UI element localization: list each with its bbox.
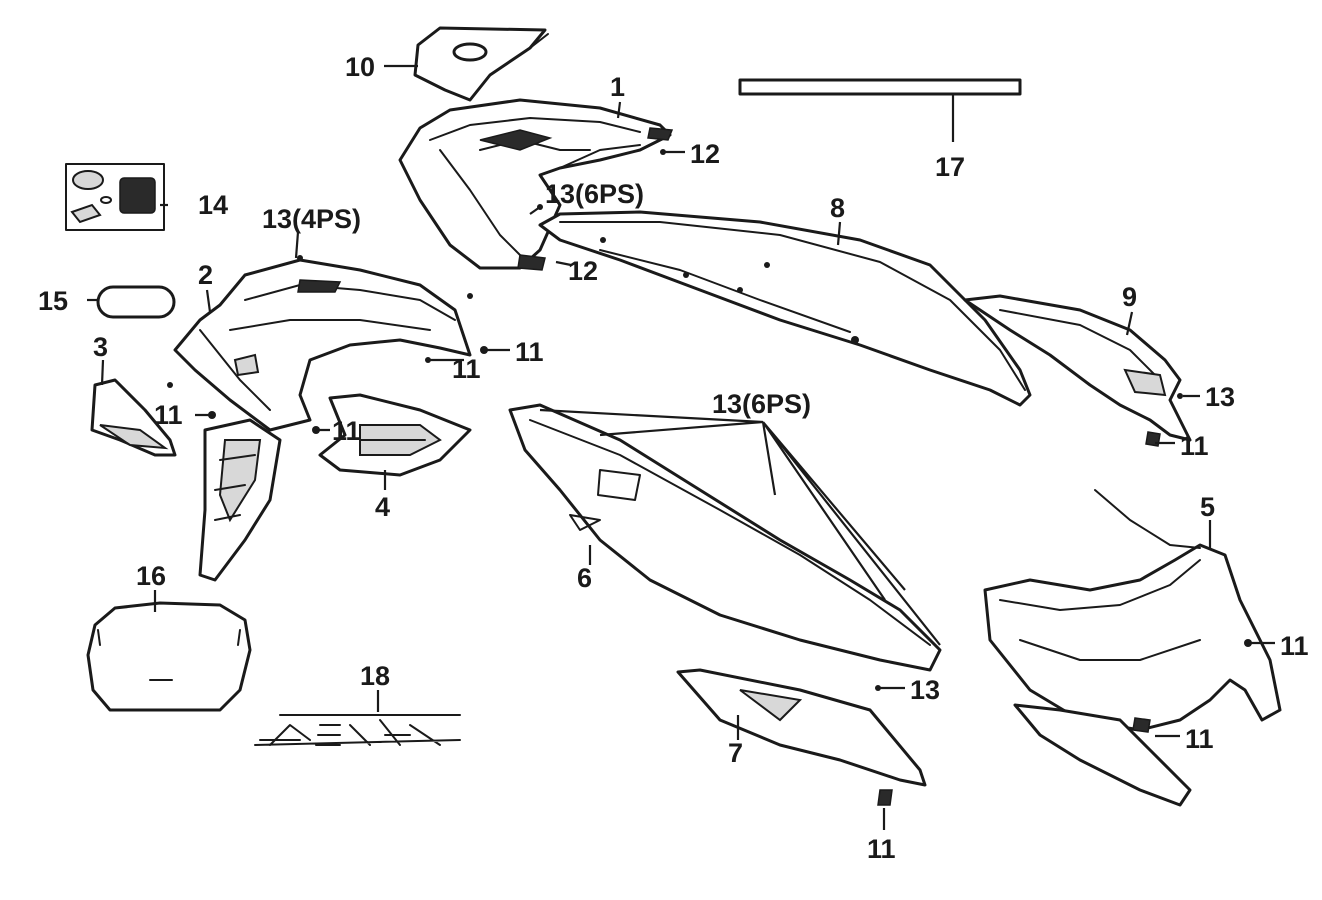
part-5-rear-body	[983, 489, 1282, 807]
part-9-rear-cover	[963, 294, 1192, 447]
callout-14: 14	[198, 190, 228, 220]
callout-11-a: 11	[515, 337, 544, 367]
part-6-side-panel	[508, 403, 942, 672]
callout-4: 4	[375, 492, 390, 522]
part-front-lower-vent	[198, 418, 282, 582]
callout-16: 16	[136, 561, 166, 591]
callout-13-6ps-top: 13(6PS)	[545, 179, 644, 209]
callout-13-right: 13	[1205, 382, 1235, 412]
part-3-trim	[90, 378, 177, 457]
callout-12-top: 12	[690, 139, 720, 169]
part-10-top-cover	[413, 26, 549, 102]
callout-2: 2	[198, 260, 213, 290]
callout-labels: 10 1 12 17 14 13(4PS) 13(6PS) 8 12 2 15 …	[38, 52, 1309, 864]
fastener-markers	[167, 149, 1252, 691]
callout-13-6ps-mid: 13(6PS)	[712, 389, 811, 419]
callout-7: 7	[728, 738, 743, 768]
part-17-strip	[738, 78, 1022, 96]
callout-11-h: 11	[867, 834, 896, 864]
callout-11-g: 11	[1185, 724, 1214, 754]
callout-11-e: 11	[1180, 431, 1209, 461]
part-16-screen	[86, 601, 252, 712]
callout-13-4ps: 13(4PS)	[262, 204, 361, 234]
callout-12-mid: 12	[568, 256, 598, 286]
part-7-lower-trim	[676, 668, 927, 806]
callout-5: 5	[1200, 492, 1215, 522]
callout-11-c: 11	[154, 400, 183, 430]
part-2-inner-cowl	[173, 258, 472, 432]
callout-6: 6	[577, 563, 592, 593]
callout-17: 17	[935, 152, 965, 182]
callout-11-d: 11	[332, 416, 361, 446]
part-15-oval	[96, 285, 176, 319]
part-8-side-panel	[538, 210, 1032, 407]
part-14-kit	[65, 163, 165, 231]
callout-11-b: 11	[452, 354, 481, 384]
callout-9: 9	[1122, 282, 1137, 312]
callout-18: 18	[360, 661, 390, 691]
callout-10: 10	[345, 52, 375, 82]
callout-3: 3	[93, 332, 108, 362]
leader-lines	[87, 64, 1275, 830]
callout-8: 8	[830, 193, 845, 223]
callout-1: 1	[610, 72, 625, 102]
part-1-front-cowl	[398, 98, 674, 271]
callout-13-bottom: 13	[910, 675, 940, 705]
callout-15: 15	[38, 286, 68, 316]
part-18-logo-decal	[254, 714, 461, 746]
part-4-vent	[318, 393, 472, 477]
callout-11-f: 11	[1280, 631, 1309, 661]
